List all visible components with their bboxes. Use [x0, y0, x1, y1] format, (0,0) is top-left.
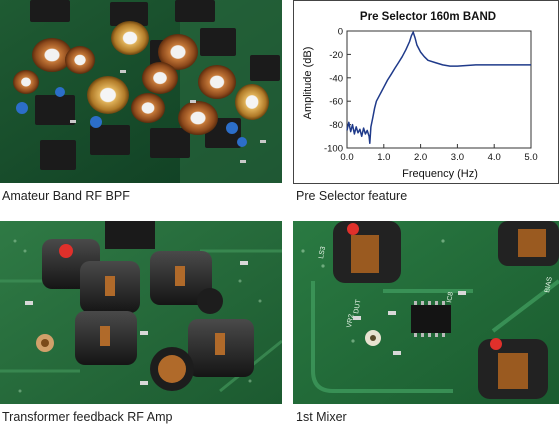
pcb-label-dut: DUT [353, 298, 363, 314]
y-tick-label: -40 [329, 73, 343, 84]
mixer-pcb-illustration: IC8 DUT VR2 LS3 BIAS [293, 221, 559, 404]
y-tick-label: -20 [329, 50, 343, 61]
y-tick-label: -100 [324, 144, 343, 155]
rf-bpf-pcb-illustration [0, 0, 282, 183]
photo-mixer: IC8 DUT VR2 LS3 BIAS [293, 221, 559, 404]
preselector-chart: Pre Selector 160m BAND Amplitude (dB) Fr… [302, 11, 538, 180]
x-tick-label: 4.0 [488, 152, 501, 163]
chart-x-label: Frequency (Hz) [402, 168, 478, 180]
x-tick-label: 1.0 [377, 152, 390, 163]
photo-rf-amp [0, 221, 282, 404]
plot-area [346, 30, 532, 149]
x-tick-label: 5.0 [524, 152, 537, 163]
x-tick-label: 0.0 [340, 152, 353, 163]
chart-frame: Pre Selector 160m BAND Amplitude (dB) Fr… [293, 0, 559, 184]
caption-preselector: Pre Selector feature [296, 189, 408, 203]
pcb-label-vr2: VR2 [346, 314, 355, 329]
pcb-label-bias: BIAS [544, 276, 554, 293]
x-tick-label: 2.0 [414, 152, 427, 163]
chart-series-line [346, 31, 531, 145]
caption-mixer: 1st Mixer [296, 410, 347, 424]
caption-rf-amp: Transformer feedback RF Amp [2, 410, 173, 424]
y-tick-label: 0 [338, 27, 343, 38]
caption-rf-bpf: Amateur Band RF BPF [2, 189, 130, 203]
rf-amp-pcb-illustration [0, 221, 282, 404]
x-tick-label: 3.0 [451, 152, 464, 163]
photo-rf-bpf [0, 0, 282, 183]
chart-y-label: Amplitude (dB) [302, 47, 314, 120]
pcb-label-ic8: IC8 [446, 291, 455, 303]
pcb-label-ls3: LS3 [318, 246, 327, 260]
y-tick-label: -80 [329, 120, 343, 131]
chart-title: Pre Selector 160m BAND [360, 11, 496, 23]
y-tick-label: -60 [329, 97, 343, 108]
